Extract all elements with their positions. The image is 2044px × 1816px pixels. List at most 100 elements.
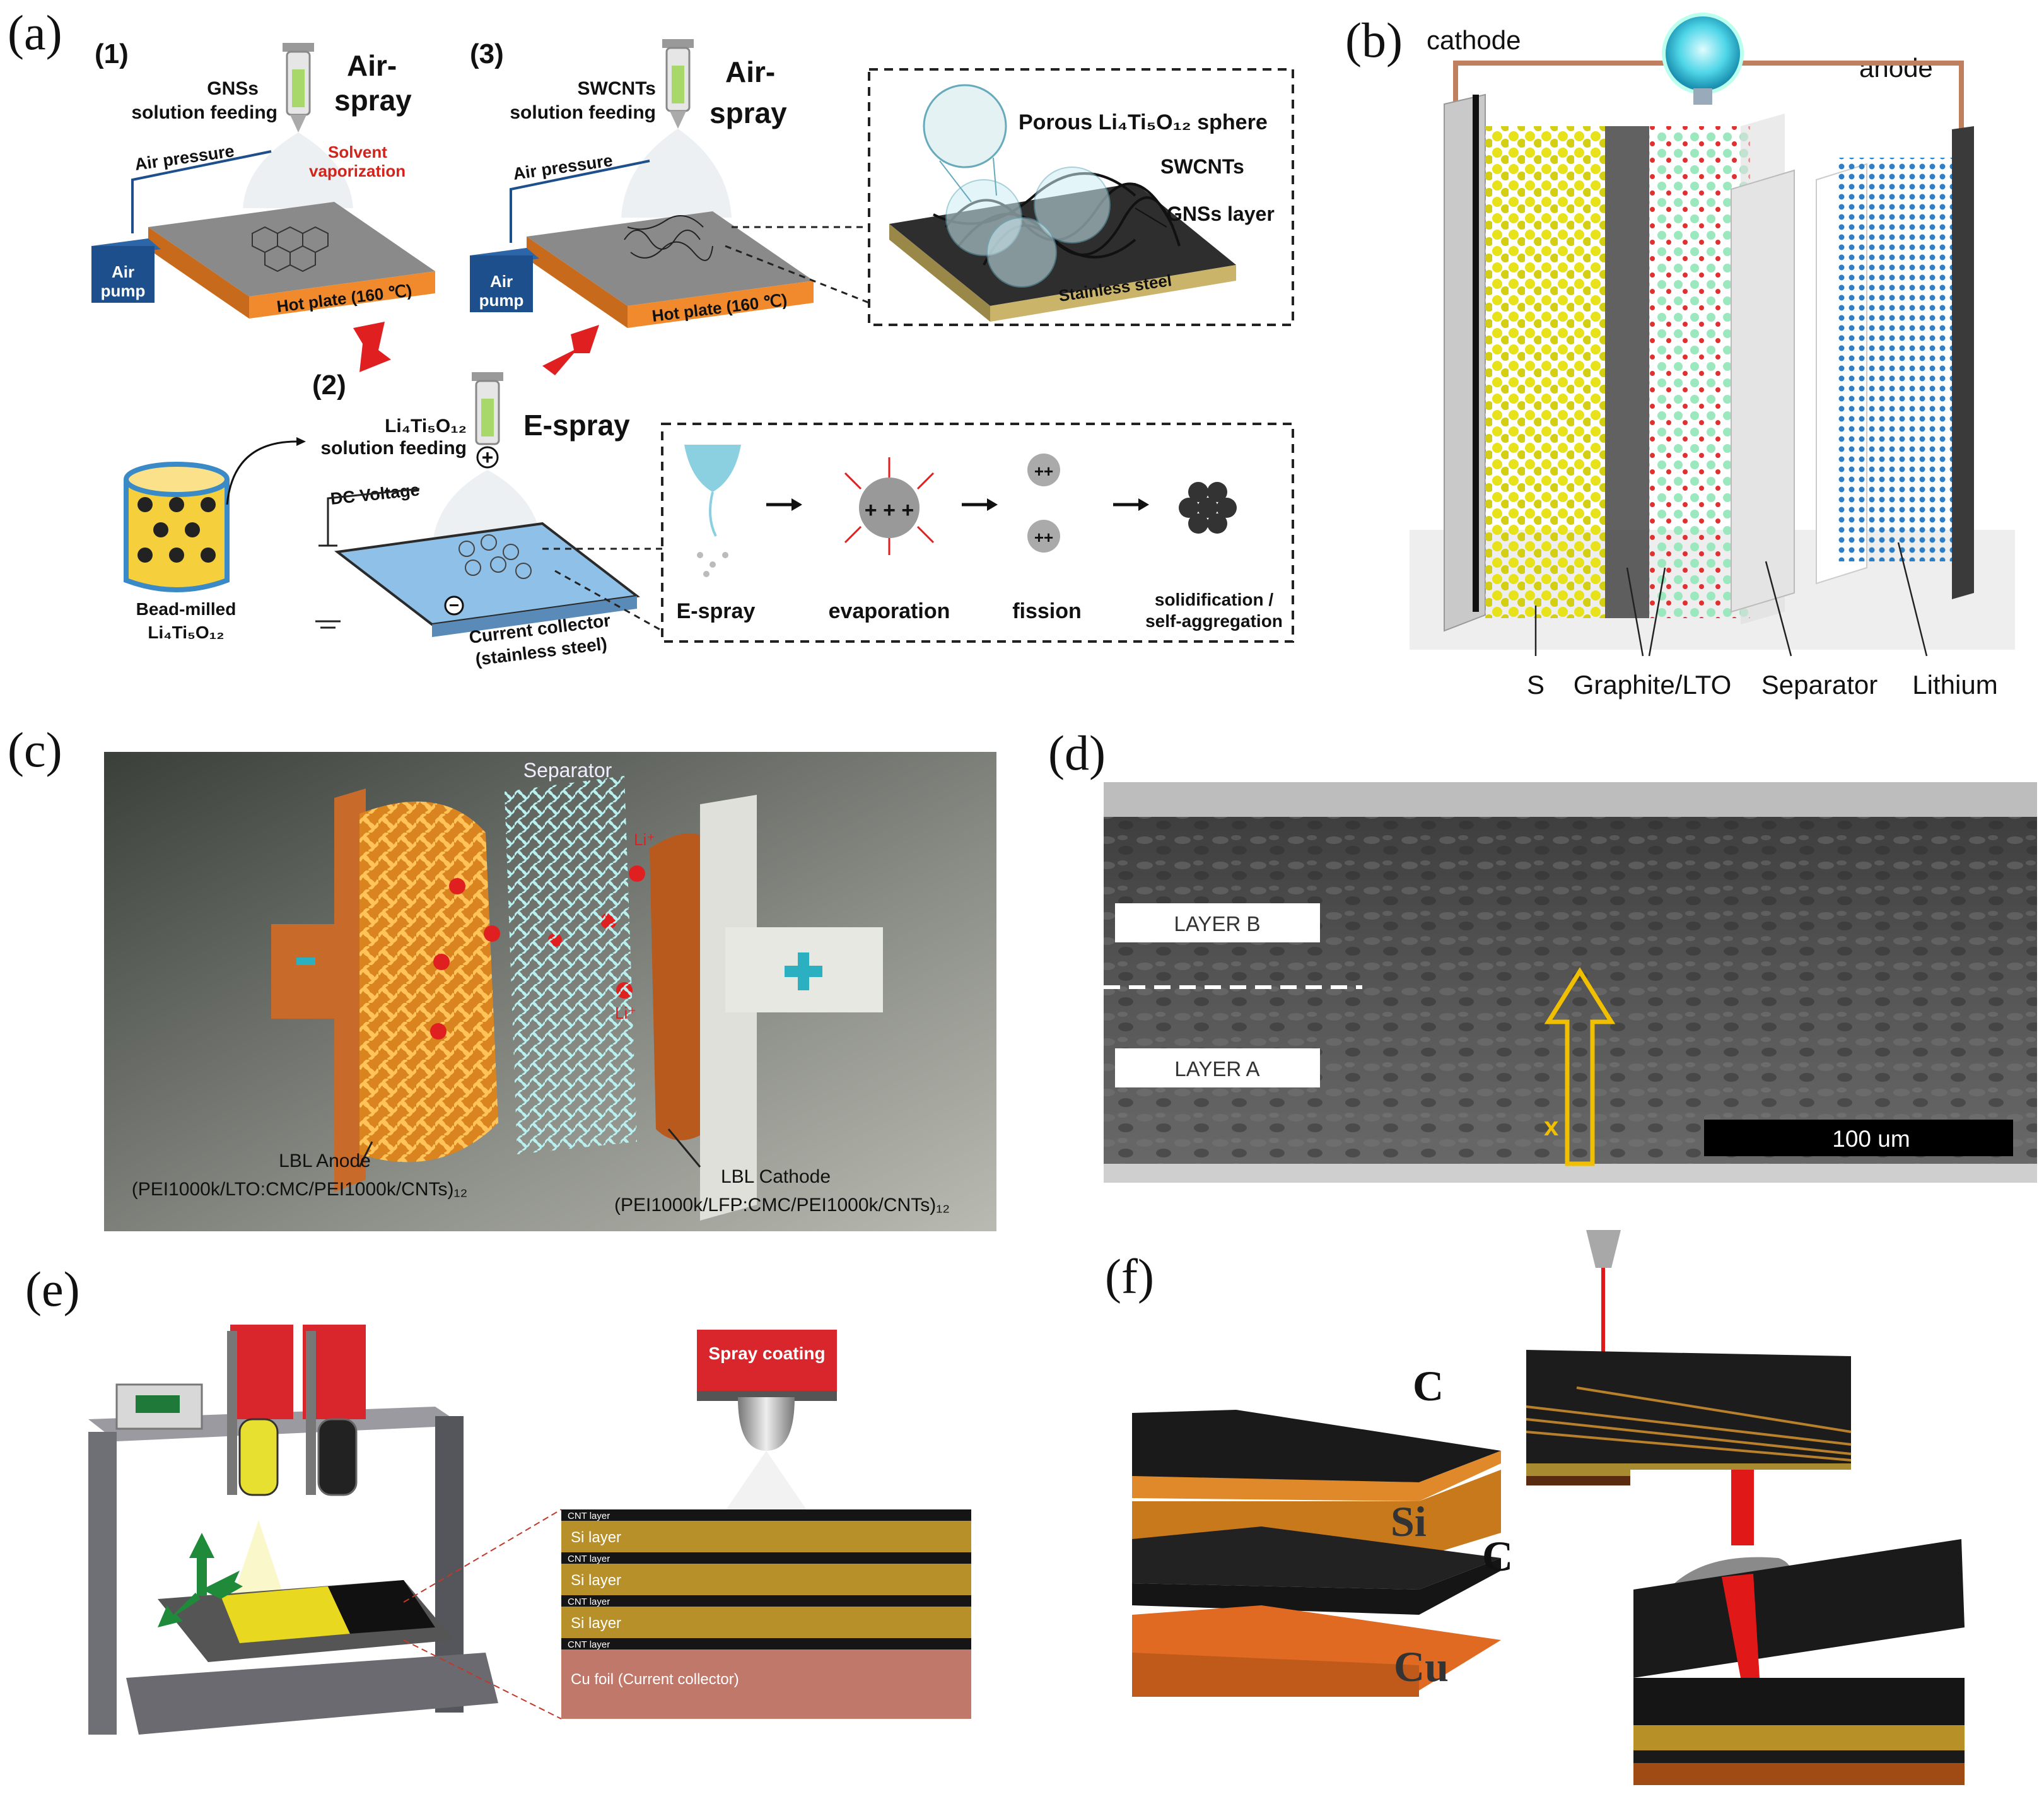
wire-left (1453, 61, 1665, 104)
droplet-charged (859, 477, 920, 538)
step3-air-spray: (3) SWCNTs solution feeding Air- spray A… (470, 38, 814, 328)
beaker: Bead-milled Li₄Ti₅O₁₂ (124, 437, 306, 642)
spray-cone (621, 129, 732, 218)
layer-label-graphite-lto: Graphite/LTO (1574, 670, 1732, 700)
process-step2: evaporation (829, 599, 950, 623)
spray-coating-label: Spray coating (708, 1344, 825, 1363)
panel-c-letter: (c) (8, 722, 62, 777)
air-pipe (510, 160, 650, 243)
panel-b: (b) cathode anode S Graphite/LTO Separat… (1345, 13, 2015, 700)
separator-label: Separator (523, 759, 612, 782)
svg-text:++: ++ (1034, 528, 1053, 547)
panel-a: (a) (1) GNSs solution feeding Air- spray… (8, 5, 1294, 669)
panel-d: (d) LAYER B LAYER A x 100 um (1048, 725, 2037, 1183)
layer-b-box (1115, 903, 1320, 942)
step3-method-line1: Air- (725, 56, 775, 88)
air-pump-3: Air pump (470, 248, 539, 312)
air-pump-1: Air pump (91, 238, 161, 303)
layer-a-label: LAYER A (1174, 1057, 1259, 1081)
step1-method-line2: spray (334, 84, 412, 117)
positive-terminal: + (482, 446, 494, 469)
cu-foil-label: Cu foil (Current collector) (571, 1671, 739, 1688)
cathode-label: cathode (1427, 25, 1521, 55)
lithium-atoms (1838, 158, 1958, 561)
syringe-icon (283, 43, 314, 132)
anode-foil (334, 788, 366, 1192)
taylor-cone (684, 445, 741, 492)
inset-gnss-label: GNSs layer (1167, 202, 1275, 225)
wire-right (1741, 61, 1964, 129)
step2-feed-line2: solution feeding (320, 438, 467, 459)
aggregate-cluster (1179, 482, 1237, 534)
axis-arrows-icon (158, 1533, 243, 1627)
layer-c-mid: C (1482, 1532, 1513, 1580)
svg-text:++: ++ (1034, 462, 1053, 481)
scale-bar-label: 100 um (1832, 1126, 1910, 1152)
layer-label-separator: Separator (1761, 670, 1878, 700)
step2-feed-line1: Li₄Ti₅O₁₂ (385, 416, 467, 436)
panel-f-letter: (f) (1105, 1249, 1154, 1304)
stack-layer-7: CNT layer (568, 1639, 610, 1650)
step1-air-spray: (1) GNSs solution feeding Air- spray Sol… (91, 38, 435, 319)
anode-caption-line1: LBL Anode (279, 1151, 371, 1171)
syringe-icon: + (472, 372, 503, 469)
panel-c: (c) Separator − + Li⁺ Li⁺ LBL Anode (PEI… (8, 722, 996, 1231)
step3-number: (3) (470, 38, 504, 69)
red-arrow-up (542, 325, 599, 375)
inset-swcnt-label: SWCNTs (1160, 155, 1244, 178)
svg-text:+ + +: + + + (865, 498, 914, 522)
hotplate-3: Hot plate (160 ℃) (527, 211, 814, 328)
li-ion-label-1: Li⁺ (634, 830, 655, 849)
hotplate-1: Hot plate (160 ℃) (148, 202, 435, 319)
step1-feed-line1: GNSs (207, 78, 259, 99)
solvent-label-line2: vaporization (309, 161, 406, 180)
layer-a-box (1115, 1048, 1320, 1087)
panel-d-letter: (d) (1048, 725, 1106, 780)
pump1-label-line2: pump (101, 281, 146, 300)
panel-e: (e) (25, 1262, 971, 1735)
anode-plate (1952, 126, 1974, 599)
spray-printer (88, 1325, 498, 1735)
inset-espray-process: + + + ++ ++ E-spray evaporation fission … (542, 423, 1294, 643)
panel-b-letter: (b) (1345, 13, 1403, 67)
exploded-stack: C Si C Cu (1132, 1362, 1513, 1697)
panel-a-letter: (a) (8, 5, 62, 60)
layer-c-top: C (1413, 1362, 1444, 1410)
step2-method: E-spray (523, 409, 630, 442)
sulfur-layer (1485, 126, 1605, 618)
layer-label-lithium: Lithium (1912, 670, 1997, 700)
lto-spheres (458, 534, 532, 579)
anode-tab (271, 924, 341, 1019)
panel-e-letter: (e) (25, 1262, 80, 1316)
pump1-label-line1: Air (112, 262, 134, 281)
cathode-caption-line1: LBL Cathode (721, 1166, 831, 1187)
stack-layer-2: Si layer (571, 1529, 621, 1546)
cathode-caption-line2: (PEI1000k/LFP:CMC/PEI1000k/CNTs)₁₂ (614, 1195, 950, 1216)
inset-sphere-label: Porous Li₄Ti₅O₁₂ sphere (1019, 110, 1268, 134)
stack-layer-3: CNT layer (568, 1554, 610, 1564)
stack-layer-5: CNT layer (568, 1596, 610, 1607)
step3-method-line2: spray (710, 97, 787, 129)
anode-label: anode (1859, 53, 1933, 83)
step1-method-line1: Air- (347, 49, 397, 82)
stack-layer-1: CNT layer (568, 1511, 610, 1521)
graphite-layer (1605, 126, 1649, 618)
step3-feed-line1: SWCNTs (578, 78, 656, 99)
step1-feed-line2: solution feeding (131, 102, 277, 123)
red-arrow-down (353, 322, 391, 372)
scale-bar (1704, 1120, 2013, 1156)
layer-b-label: LAYER B (1174, 912, 1261, 935)
step2-e-spray: (2) Li₄Ti₅O₁₂ solution feeding E-spray +… (124, 370, 641, 669)
inset-electrode-structure: Porous Li₄Ti₅O₁₂ sphere SWCNTs GNSs laye… (725, 68, 1294, 326)
anode-mesh (359, 801, 498, 1163)
layer-stack: CNT layer Si layer CNT layer Si layer CN… (561, 1509, 971, 1719)
cnt-network (624, 215, 713, 261)
leader-lines (1534, 542, 1928, 657)
laser-inset-bottom (1630, 1470, 1968, 1804)
separator-mesh (505, 776, 637, 1154)
step1-number: (1) (95, 38, 129, 69)
process-step4-line2: self-aggregation (1145, 611, 1283, 631)
process-step1: E-spray (677, 599, 756, 623)
porous-sphere-zoom (923, 84, 1007, 168)
